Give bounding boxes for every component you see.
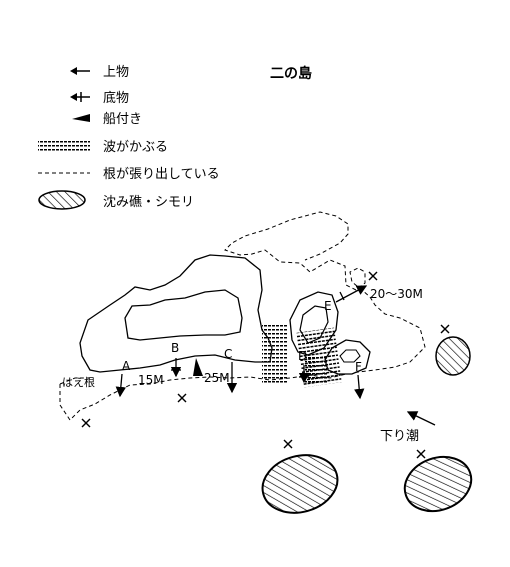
legend-item-reef: 根が張り出している <box>38 167 220 182</box>
point-label-c: C <box>224 347 232 361</box>
legend-label: 根が張り出している <box>103 167 220 182</box>
fishing-point-f: F <box>354 360 365 400</box>
islet-f-inner <box>339 349 361 363</box>
point-label-e: E <box>324 299 332 313</box>
x-mark <box>283 439 293 449</box>
depth-label-e: 20～30M <box>370 287 423 301</box>
current-direction: 下り潮 <box>380 411 436 444</box>
current-label: 下り潮 <box>380 429 419 444</box>
point-label-d: D <box>298 349 307 363</box>
legend: 上物 底物 船付き 波がかぶる 根が張り出している 沈み礁・シモリ <box>38 65 220 210</box>
depth-label-a: 15M <box>138 373 164 387</box>
arrow-bottom-icon <box>70 92 90 102</box>
map-title: 二の島 <box>270 65 312 82</box>
wave-hatch-icon <box>38 140 90 152</box>
legend-label: 上物 <box>103 65 129 80</box>
legend-label: 底物 <box>103 90 129 106</box>
boat-landing-icon <box>193 358 203 376</box>
legend-item-boat: 船付き <box>72 112 142 127</box>
legend-item-surface: 上物 <box>70 65 129 80</box>
legend-item-bottom: 底物 <box>70 90 129 106</box>
legend-item-wave: 波がかぶる <box>38 140 168 155</box>
x-mark <box>440 324 450 334</box>
fishing-point-a: A <box>115 359 131 398</box>
x-marks <box>81 271 450 459</box>
sunken-rock <box>435 336 471 376</box>
x-mark <box>368 271 378 281</box>
x-mark <box>416 449 426 459</box>
arrow-surface-icon <box>70 67 90 75</box>
legend-label: 波がかぶる <box>103 140 168 155</box>
inner-rock <box>124 289 243 341</box>
x-mark <box>81 418 91 428</box>
hatched-ellipse-icon <box>38 190 86 210</box>
boat-landing-icon <box>72 114 90 122</box>
fishing-point-c: C <box>224 347 238 394</box>
point-label-b: B <box>171 341 179 355</box>
point-label-f: F <box>355 360 362 374</box>
point-label-a: A <box>122 359 131 373</box>
fishing-point-b: B <box>170 341 182 378</box>
sunken-rock <box>403 455 473 513</box>
depth-label-b: 25M <box>204 371 230 385</box>
legend-item-sunken: 沈み礁・シモリ <box>38 190 194 210</box>
x-mark <box>177 393 187 403</box>
fishing-point-e: E <box>324 285 368 313</box>
wave-washed-area <box>262 325 342 388</box>
legend-label: 船付き <box>103 112 142 127</box>
legend-label: 沈み礁・シモリ <box>103 194 194 210</box>
fishing-point-d: D <box>298 349 310 384</box>
hae-ne-label: はえ根 <box>62 375 95 389</box>
sunken-rock <box>261 454 339 514</box>
